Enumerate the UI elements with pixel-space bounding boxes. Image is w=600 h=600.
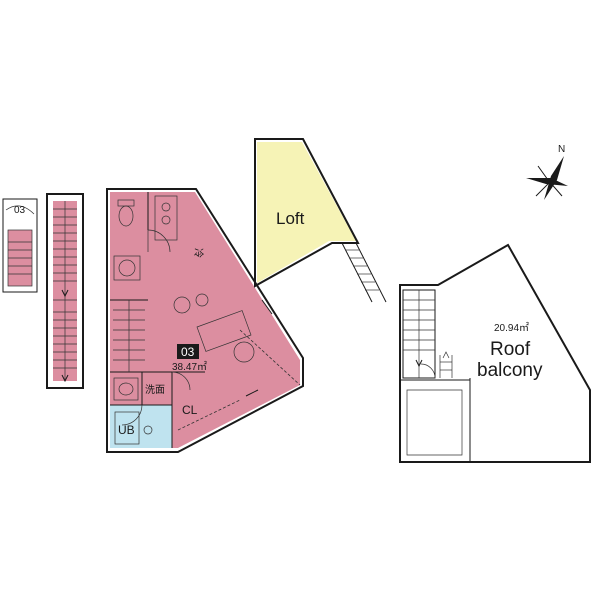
toilet-icon bbox=[117, 199, 135, 227]
washing-machine-icon bbox=[113, 255, 141, 281]
loft-label: Loft bbox=[276, 209, 305, 228]
bathtub bbox=[114, 411, 140, 445]
stairs-icon bbox=[113, 300, 145, 372]
stairs-icon bbox=[53, 201, 77, 381]
north-label: N bbox=[558, 144, 565, 155]
unit-fill bbox=[110, 192, 300, 448]
kitchen-counter bbox=[154, 195, 178, 241]
stair-strip bbox=[46, 193, 84, 389]
loft-ladder bbox=[341, 242, 387, 303]
unit-area: 38.47㎡ bbox=[172, 361, 207, 373]
loft-fill bbox=[257, 142, 356, 283]
roof-label-line1: Roof bbox=[490, 339, 531, 360]
closet-label: CL bbox=[182, 403, 198, 417]
fridge-label: 冷 bbox=[192, 248, 205, 258]
washroom-label: 洗面 bbox=[145, 384, 165, 396]
door-swing-icon bbox=[121, 229, 191, 426]
roof-balcony: 20.94㎡ Roof balcony bbox=[399, 243, 591, 463]
stairs-icon bbox=[403, 290, 435, 378]
stairs-icon bbox=[8, 241, 32, 275]
loft: Loft bbox=[254, 138, 387, 303]
stair-tag-diagram: 03 bbox=[2, 198, 38, 293]
sink-icon bbox=[113, 377, 139, 401]
compass-rose-icon: N bbox=[526, 144, 568, 200]
roof-label-line2: balcony bbox=[477, 360, 543, 381]
furniture-sketch bbox=[173, 293, 255, 363]
unit-number-badge bbox=[177, 344, 199, 359]
unit-number: 03 bbox=[181, 345, 195, 359]
roof-area: 20.94㎡ bbox=[494, 322, 529, 334]
bath-label: UB bbox=[118, 423, 135, 437]
unit-03: 冷 03 38.47㎡ 洗面 CL bbox=[106, 188, 304, 453]
stair-tag-label: 03 bbox=[14, 205, 26, 216]
